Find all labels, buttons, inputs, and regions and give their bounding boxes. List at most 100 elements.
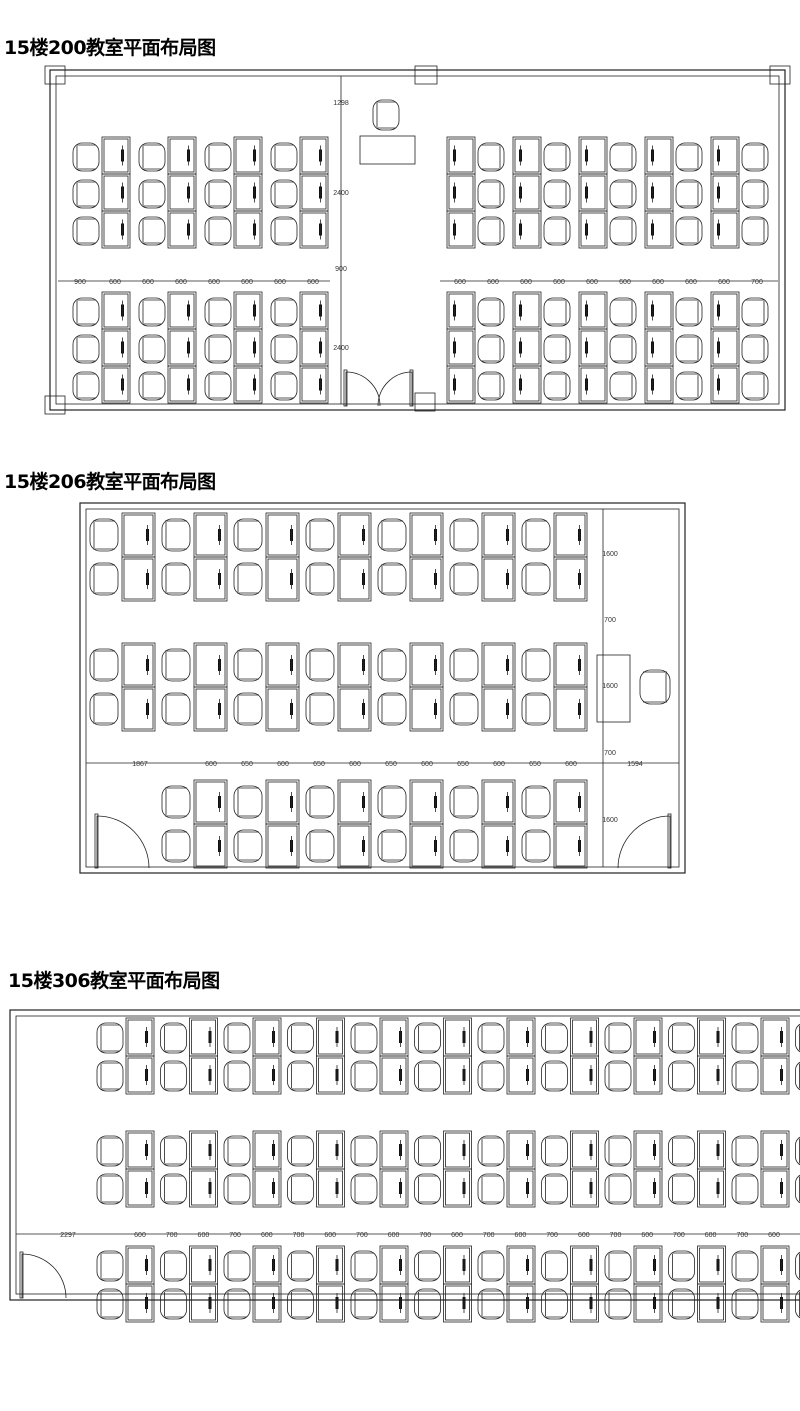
chair xyxy=(521,518,551,552)
chair-seat xyxy=(233,785,263,819)
desk-top xyxy=(193,823,228,869)
chair-seat xyxy=(414,1250,441,1282)
desk-top xyxy=(553,642,588,688)
desk-top xyxy=(125,1017,155,1057)
chair-seat xyxy=(521,562,551,596)
chair-seat xyxy=(731,1135,759,1167)
desk-top xyxy=(125,1168,155,1208)
desk-inner xyxy=(267,688,298,730)
dimension-label: 700 xyxy=(166,1232,178,1239)
chair-seat xyxy=(609,371,637,401)
desk-inner xyxy=(191,1132,216,1168)
desk-top xyxy=(644,291,674,330)
desk-top xyxy=(481,512,516,558)
chair-seat xyxy=(72,179,100,209)
chair xyxy=(233,648,263,682)
desk-inner xyxy=(381,1019,407,1055)
door-swing xyxy=(21,1253,67,1299)
desk-inner xyxy=(301,293,327,328)
chair-seat xyxy=(477,216,505,246)
chair xyxy=(675,297,703,327)
chair-seat xyxy=(89,518,119,552)
chair-seat xyxy=(204,142,232,172)
chair-seat xyxy=(96,1060,124,1092)
chair-seat xyxy=(741,297,769,327)
chair xyxy=(477,334,505,364)
desk-inner xyxy=(514,212,540,247)
desk-top xyxy=(189,1168,218,1208)
chair xyxy=(521,692,551,726)
desk-top xyxy=(446,136,476,175)
desk xyxy=(644,136,674,175)
chair-seat xyxy=(477,371,505,401)
chair-seat xyxy=(414,1288,441,1320)
desk xyxy=(409,642,444,688)
desk-top xyxy=(553,556,588,602)
chair xyxy=(668,1060,695,1092)
desk-top xyxy=(697,1168,726,1208)
chair-seat xyxy=(731,1060,759,1092)
chair-seat xyxy=(609,297,637,327)
desk xyxy=(101,328,131,367)
desk-inner xyxy=(572,1132,597,1168)
door-leaf xyxy=(19,1251,24,1299)
chair xyxy=(521,829,551,863)
door-swing xyxy=(377,371,413,407)
desk-top xyxy=(265,823,300,869)
chair xyxy=(675,334,703,364)
dimension-label: 1600 xyxy=(602,683,618,690)
chair-seat xyxy=(270,371,298,401)
desk-inner xyxy=(448,175,474,210)
dimension-label: 600 xyxy=(205,761,217,768)
desk xyxy=(578,210,608,249)
dimension-label: 600 xyxy=(520,279,532,286)
desk-inner xyxy=(103,175,129,210)
door xyxy=(617,813,672,869)
chair xyxy=(675,142,703,172)
desk-inner xyxy=(699,1057,724,1093)
chair xyxy=(543,297,571,327)
desk xyxy=(299,173,329,212)
chair-seat xyxy=(350,1288,378,1320)
desk xyxy=(193,512,228,558)
chair-seat xyxy=(305,648,335,682)
desk-inner xyxy=(411,514,442,556)
desk xyxy=(167,173,197,212)
column xyxy=(769,65,791,85)
desk-inner xyxy=(411,558,442,600)
desk-top xyxy=(760,1130,790,1170)
chair-seat xyxy=(223,1288,251,1320)
desk-top xyxy=(697,1130,726,1170)
desk xyxy=(252,1283,282,1323)
desk-top xyxy=(578,136,608,175)
desk xyxy=(265,686,300,732)
desk-top xyxy=(337,556,372,602)
chair xyxy=(795,1023,800,1053)
chair-seat xyxy=(543,371,571,401)
desk xyxy=(125,1017,155,1057)
desk-top xyxy=(101,365,131,404)
door-leaf xyxy=(667,813,672,869)
desk xyxy=(125,1283,155,1323)
desk-top xyxy=(316,1055,345,1095)
chair xyxy=(204,216,232,246)
chair-seat xyxy=(223,1250,251,1282)
desk-inner xyxy=(445,1019,470,1055)
desk-top xyxy=(167,328,197,367)
desk-inner xyxy=(339,781,370,823)
desk-top xyxy=(167,173,197,212)
desk-top xyxy=(233,365,263,404)
desk xyxy=(578,291,608,330)
desk-inner xyxy=(483,781,514,823)
desk-inner xyxy=(762,1132,788,1168)
desk xyxy=(760,1017,790,1057)
desk-inner xyxy=(580,138,606,173)
desk xyxy=(125,1168,155,1208)
desk-inner xyxy=(646,138,672,173)
chair xyxy=(543,334,571,364)
chair xyxy=(72,142,100,172)
chair xyxy=(161,692,191,726)
chair xyxy=(795,1136,800,1166)
desk-top xyxy=(443,1130,472,1170)
desk-top xyxy=(633,1017,663,1057)
